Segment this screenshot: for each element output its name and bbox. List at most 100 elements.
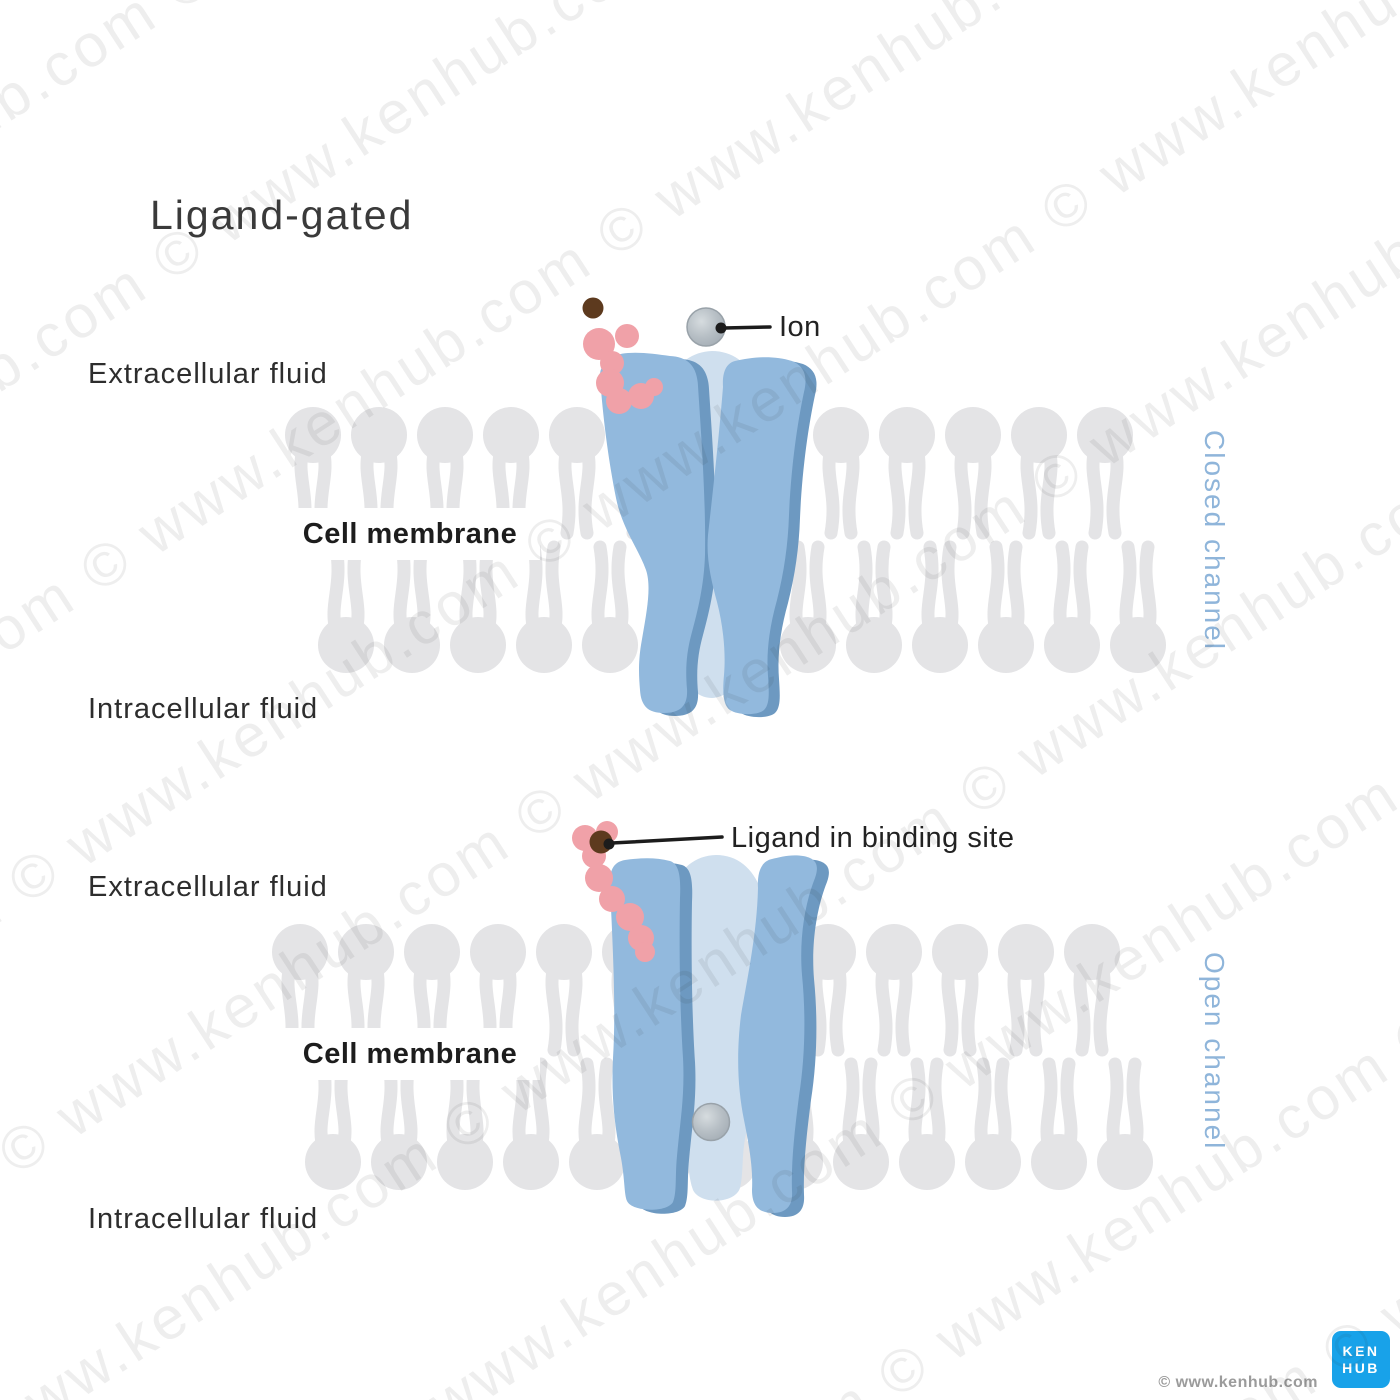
phospholipid-tail [433,959,451,1057]
phospholipid-tail [987,540,1005,638]
phospholipid-head [536,924,592,980]
phospholipid-tail [895,959,913,1057]
phospholipid-tail [809,959,827,1057]
phospholipid-head [978,617,1034,673]
phospholipid-tail [446,442,464,540]
phospholipid-tail [928,1057,946,1155]
phospholipid-tail [281,959,299,1057]
phospholipid-tail [492,442,510,540]
phospholipid-tail [479,959,497,1057]
phospholipid-tail [809,540,827,638]
phospholipid-tail [842,1057,860,1155]
phospholipid-head [483,407,539,463]
phospholipid-tail [994,1057,1012,1155]
phospholipid-head [351,407,407,463]
phospholipid-tail [426,442,444,540]
phospholipid-head [899,1134,955,1190]
phospholipid-tail [974,1057,992,1155]
phospholipid-tail [1040,1057,1058,1155]
phospholipid-head [846,617,902,673]
phospholipid-head [417,407,473,463]
phospholipid-head [965,1134,1021,1190]
phospholipid-tail [598,1057,616,1155]
phospholipid-tail [908,442,926,540]
phospholipid-head [272,924,328,980]
phospholipid-tail [314,442,332,540]
phospholipid-tail [862,1057,880,1155]
phospholipid-tail [479,540,497,638]
phospholipid-head [1031,1134,1087,1190]
phospholipid-tail [1073,959,1091,1057]
phospholipid-tail [829,959,847,1057]
phospholipid-head [318,617,374,673]
phospholipid-tail [1139,540,1157,638]
phospholipid-tail [1119,540,1137,638]
channel-subunit-right-closed [707,357,806,715]
phospholipid-head [404,924,460,980]
phospholipid-tail [941,540,959,638]
channel-subunit-left-open [609,858,684,1210]
phospholipid-head [285,407,341,463]
phospholipid-head [1044,617,1100,673]
phospholipid-head [879,407,935,463]
phospholipid-tail [413,540,431,638]
channel-subunit-left-closed [599,352,706,713]
phospholipid-head [549,407,605,463]
phospholipid-head [1110,617,1166,673]
phospholipid-tail [380,442,398,540]
phospholipid-head [450,617,506,673]
phospholipid-tail [875,959,893,1057]
phospholipid-tail [1020,442,1038,540]
phospholipid-tail [842,442,860,540]
phospholipid-tail [512,442,530,540]
phospholipid-tail [1007,540,1025,638]
phospholipid-tail [1053,540,1071,638]
phospholipid-tail [327,540,345,638]
phospholipid-tail [380,1057,398,1155]
phospholipid-tail [499,959,517,1057]
phospholipid-head [1011,407,1067,463]
phospholipid-tail [789,540,807,638]
phospholipid-head [338,924,394,980]
phospholipid-head [516,617,572,673]
phospholipid-tail [1007,959,1025,1057]
phospholipid-tail [545,540,563,638]
phospholipid-tail [565,959,583,1057]
phospholipid-head [305,1134,361,1190]
phospholipid-tail [888,442,906,540]
phospholipid-tail [393,540,411,638]
phospholipid-tail [360,442,378,540]
ion-annotation-line [715,322,772,334]
phospholipid-tail [855,540,873,638]
ligand-annotation-line [603,835,724,850]
phospholipid-tail [400,1057,418,1155]
phospholipid-head [582,617,638,673]
phospholipid-tail [578,442,596,540]
phospholipid-tail [591,540,609,638]
phospholipid-tail [459,540,477,638]
phospholipid-head [1064,924,1120,980]
phospholipid-tail [1126,1057,1144,1155]
phospholipid-head [437,1134,493,1190]
phospholipid-tail [294,442,312,540]
phospholipid-head [1097,1134,1153,1190]
phospholipid-tail [1093,959,1111,1057]
phospholipid-tail [1086,442,1104,540]
phospholipid-tail [558,442,576,540]
channel-subunits-open [609,855,817,1213]
phospholipid-tail [908,1057,926,1155]
phospholipid-tail [1106,1057,1124,1155]
phospholipid-tail [954,442,972,540]
phospholipid-tail [525,540,543,638]
receptor-binding-site-open [572,821,655,962]
phospholipid-head [1077,407,1133,463]
phospholipid-tail [347,540,365,638]
phospholipid-tail [611,540,629,638]
phospholipid-tail [974,442,992,540]
ion-channel-closed [582,297,817,718]
channel-subunits-closed [599,352,806,715]
phospholipid-tail [545,959,563,1057]
phospholipid-tail [301,959,319,1057]
